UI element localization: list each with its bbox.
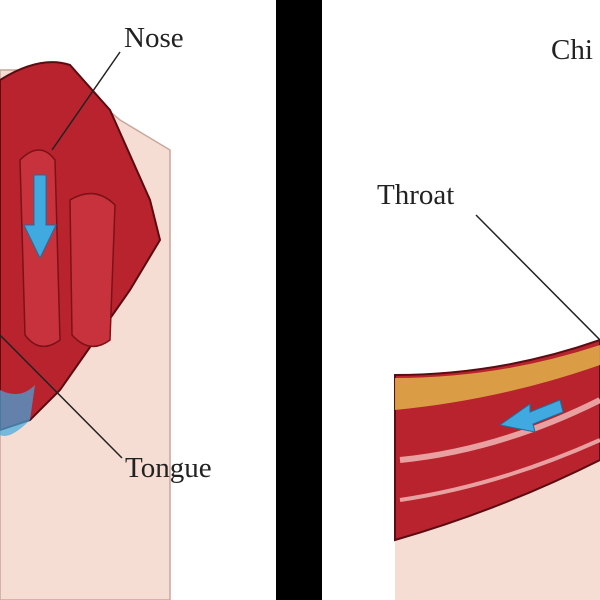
throat-lining bbox=[399, 397, 600, 463]
turbinate-2 bbox=[69, 192, 116, 348]
label-tongue: Tongue bbox=[125, 452, 212, 484]
throat-lining-2 bbox=[399, 438, 600, 502]
left-panel-nose-illustration bbox=[0, 51, 171, 600]
throat-fat-layer bbox=[395, 345, 600, 410]
airflow-arrow-left bbox=[498, 399, 564, 433]
airflow-arrow-down bbox=[23, 174, 57, 260]
tongue-shape bbox=[0, 385, 35, 436]
panel-divider bbox=[276, 0, 322, 600]
nose-pointer-line bbox=[51, 51, 121, 151]
label-nose: Nose bbox=[124, 22, 184, 54]
label-chin: Chi bbox=[551, 34, 593, 66]
right-panel-throat-illustration bbox=[394, 214, 600, 600]
throat-pointer-line bbox=[475, 214, 600, 341]
tongue-pointer-line bbox=[0, 334, 123, 459]
label-throat: Throat bbox=[377, 179, 455, 211]
